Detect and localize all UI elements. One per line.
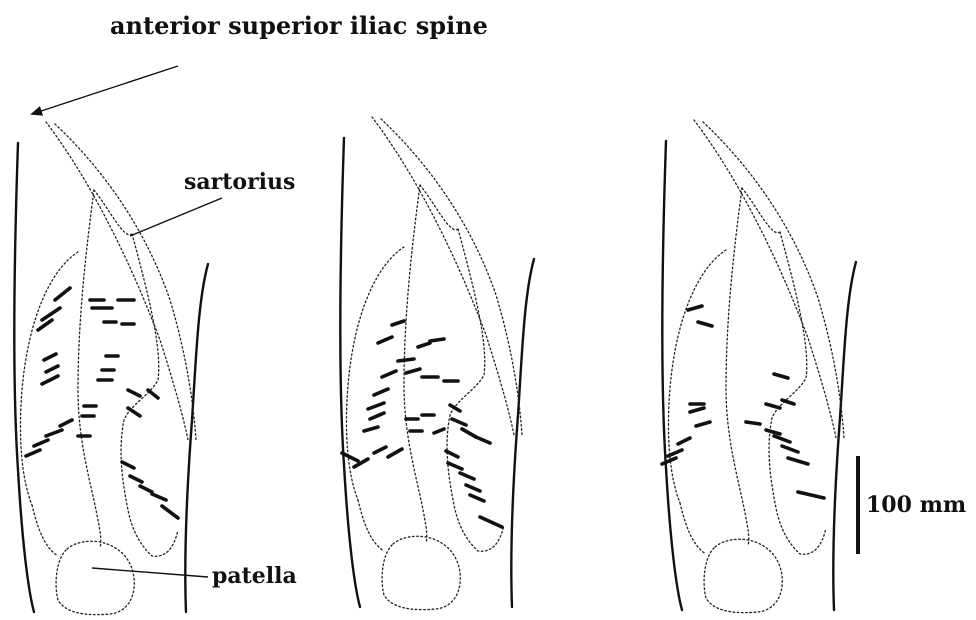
fiber-marks-right [662, 306, 824, 498]
sartorius-leader [130, 198, 222, 236]
asis-label: anterior superior iliac spine [110, 11, 488, 40]
asis-arrow [32, 66, 178, 114]
fiber-marks-left [26, 288, 178, 518]
scale-bar-label: 100 mm [866, 492, 966, 518]
patella-annotation: patella [92, 563, 297, 589]
patella-leader [92, 568, 208, 577]
thigh-panel-right [662, 120, 856, 613]
scale-bar: 100 mm [858, 456, 966, 554]
fiber-marks-middle [342, 321, 502, 527]
thigh-panel-left [14, 122, 208, 615]
asis-annotation: anterior superior iliac spine [32, 11, 488, 114]
patella-label: patella [212, 563, 297, 589]
sartorius-label: sartorius [184, 169, 295, 195]
sartorius-annotation: sartorius [130, 169, 295, 236]
thigh-panel-middle [340, 117, 534, 610]
